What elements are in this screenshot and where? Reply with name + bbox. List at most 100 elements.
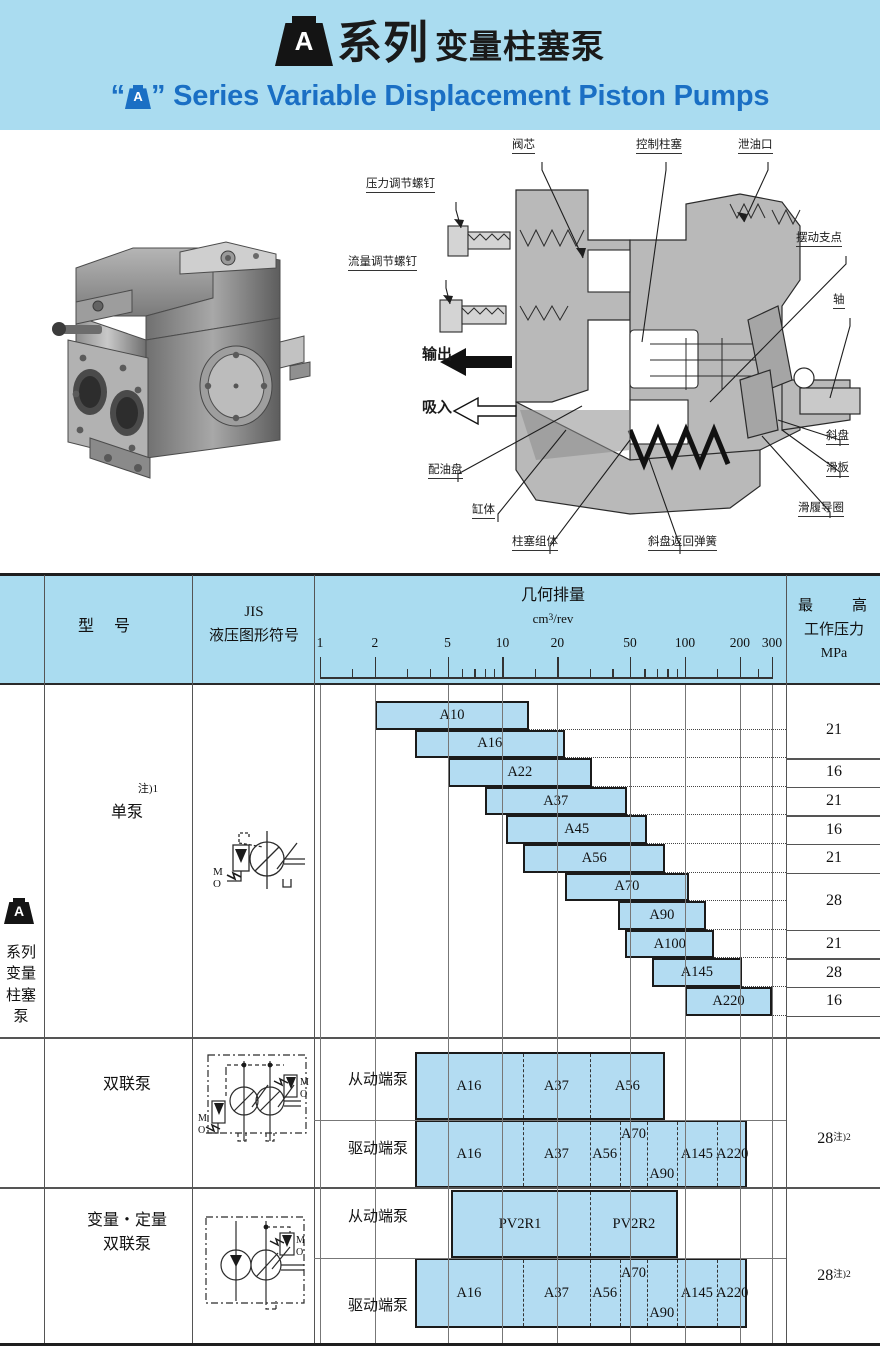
pressure-leader-line <box>688 900 786 902</box>
table-horizontal-rule <box>786 1015 880 1017</box>
displacement-bar: A100 <box>625 929 715 959</box>
jis-symbol-double-pump: M O M O <box>196 1041 316 1154</box>
displacement-bar-label: A70 <box>614 878 640 895</box>
displacement-bar-label: A220 <box>712 992 745 1009</box>
table-horizontal-rule <box>314 1258 786 1260</box>
scale-tick-label: 300 <box>761 635 783 650</box>
table-horizontal-rule <box>786 958 880 960</box>
brand-logo-icon-small: A <box>124 85 151 109</box>
svg-text:O: O <box>296 1247 303 1258</box>
scale-tick-major <box>684 657 687 679</box>
max-pressure-value: 21 <box>826 935 842 953</box>
segment-divider <box>676 1260 678 1326</box>
scale-tick-minor <box>461 669 464 677</box>
scale-tick-minor <box>676 669 678 677</box>
scale-tick-minor <box>407 669 409 677</box>
scale-tick-label: 1 <box>316 635 324 650</box>
scale-tick-label: 5 <box>444 635 451 650</box>
max-pressure-value: 28 <box>826 892 842 910</box>
segment-divider <box>717 1122 719 1186</box>
segment-divider <box>676 1122 678 1186</box>
table-horizontal-rule <box>0 1343 880 1346</box>
title-series-word: 系列 <box>336 17 429 68</box>
label-swing-pivot: 摆动支点 <box>796 229 842 247</box>
label-control-piston: 控制柱塞 <box>636 136 682 154</box>
label-valve-spool: 阀芯 <box>512 136 535 154</box>
scale-tick-major <box>374 657 377 679</box>
table-vertical-rule <box>374 685 376 1343</box>
scale-tick-label: 10 <box>495 635 510 650</box>
scale-tick-minor <box>757 669 759 677</box>
scale-tick-label: 200 <box>729 635 750 650</box>
jis-symbol-variable-fixed-double-pump: M O <box>196 1205 316 1322</box>
segment-divider <box>717 1260 719 1326</box>
table-vertical-rule <box>192 575 194 1343</box>
displacement-bar: A145 <box>652 958 742 987</box>
table-horizontal-rule <box>0 1037 880 1039</box>
label-valve-plate: 配油盘 <box>428 461 463 479</box>
scale-tick-major <box>447 657 449 679</box>
label-swash-return-spring: 斜盘返回弹簧 <box>648 533 717 551</box>
segment-label: A220 <box>716 1284 749 1301</box>
label-flow-adjust-screw: 流量调节螺钉 <box>348 253 417 271</box>
displacement-bar: A37 <box>484 786 627 816</box>
segment-label: A70 <box>620 1125 646 1142</box>
table-horizontal-rule <box>786 844 880 846</box>
svg-text:M: M <box>300 1077 309 1088</box>
pump-product-photo <box>28 190 318 510</box>
displacement-bar: A90 <box>618 901 706 930</box>
table-vertical-rule <box>557 685 559 1343</box>
scale-tick-major <box>772 657 774 679</box>
segment-divider <box>647 1122 649 1186</box>
displacement-bar: A70 <box>564 872 689 902</box>
segment-label: A16 <box>456 1145 482 1162</box>
scale-tick-label: 50 <box>623 635 637 650</box>
segment-label: A56 <box>592 1284 618 1301</box>
scale-tick-minor <box>352 669 354 677</box>
segment-label: A70 <box>620 1264 646 1281</box>
max-pressure-value: 21 <box>826 849 842 867</box>
displacement-bar-compound <box>450 1190 679 1258</box>
table-horizontal-rule <box>786 758 880 760</box>
segment-label: A90 <box>649 1165 675 1182</box>
segment-label: A37 <box>543 1145 569 1162</box>
table-horizontal-rule <box>786 815 880 817</box>
scale-tick-label: 100 <box>674 635 696 650</box>
scale-tick-major <box>320 657 322 679</box>
title-en-text: Series Variable Displacement Piston Pump… <box>173 80 770 112</box>
segment-label: A16 <box>456 1284 482 1301</box>
table-vertical-rule <box>684 685 686 1343</box>
segment-label: A90 <box>649 1304 675 1321</box>
pressure-varfix-note: 注)2 <box>833 1270 851 1281</box>
label-slide-plate: 滑板 <box>826 459 849 477</box>
displacement-bar: A220 <box>684 987 772 1016</box>
segment-divider <box>589 1054 591 1118</box>
label-drain-port: 泄油口 <box>738 136 773 154</box>
max-pressure-value: 16 <box>826 820 842 838</box>
pressure-leader-line <box>647 843 786 844</box>
segment-label: A56 <box>592 1145 618 1162</box>
segment-divider <box>589 1260 591 1326</box>
pressure-leader-line <box>705 928 786 930</box>
pump-cutaway-diagram: 阀芯 控制柱塞 泄油口 压力调节螺钉 流量调节螺钉 摆动支点 轴 输出 吸入 配… <box>330 130 880 573</box>
table-vertical-rule <box>772 685 773 1343</box>
displacement-bar-label: A37 <box>543 792 569 809</box>
segment-divider <box>523 1054 525 1118</box>
segment-label: A220 <box>716 1145 749 1162</box>
displacement-bar-label: A16 <box>477 735 503 752</box>
displacement-bar-label: A145 <box>680 964 714 981</box>
displacement-bar: A10 <box>374 701 530 730</box>
max-pressure-value: 21 <box>826 792 842 810</box>
header-jis-line2: 液压图形符号 <box>208 627 299 644</box>
table-vertical-rule <box>739 685 741 1343</box>
label-outlet: 输出 <box>422 347 453 363</box>
segment-divider <box>589 1122 591 1186</box>
group-label-single-pump: 单泵 <box>110 804 143 821</box>
label-shoe-guide-ring: 滑履导圈 <box>798 499 844 517</box>
scale-tick-minor <box>667 669 669 677</box>
scale-tick-minor <box>612 669 614 677</box>
